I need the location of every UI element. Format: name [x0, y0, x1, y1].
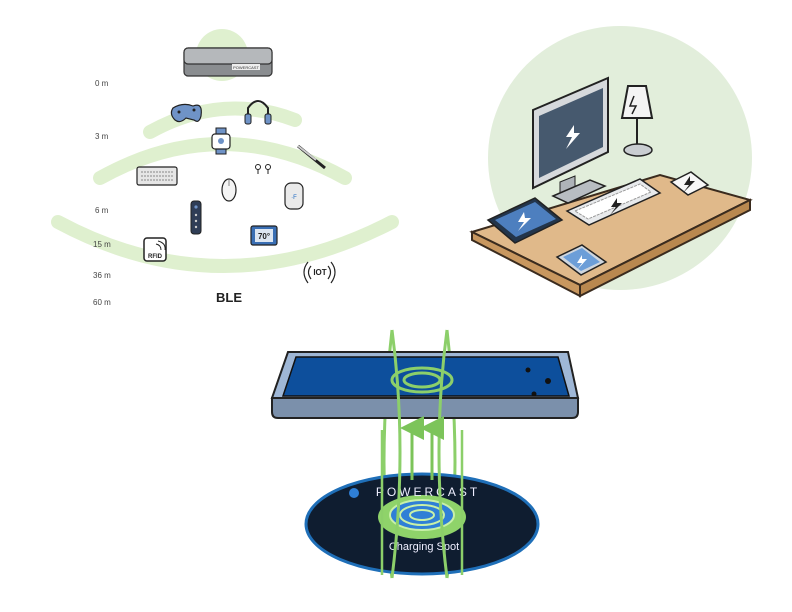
distance-label-0: 0 m [95, 79, 109, 88]
field-loop-right-front [437, 329, 449, 579]
charging-diagram: POWERCAST Charging Spot [270, 329, 580, 579]
gamepad-icon [170, 103, 202, 123]
pad-brand: POWERCAST [376, 485, 480, 499]
desk-phone-icon [555, 244, 608, 276]
distance-label-4: 36 m [93, 271, 111, 280]
desk-keyboard-icon [565, 178, 662, 226]
mouse-icon [221, 178, 237, 202]
field-loop-left-front [390, 329, 402, 579]
monitor-icon [532, 76, 609, 204]
rfid-label: RFID [148, 254, 163, 260]
distance-label-2: 6 m [95, 206, 109, 215]
protocol-label: BLE [216, 290, 242, 305]
headphones-icon [244, 100, 272, 125]
sensor-icon: ·F [284, 182, 304, 210]
iot-label: IOT [313, 268, 326, 277]
thermostat-reading: 70° [258, 232, 270, 241]
distance-label-3: 15 m [93, 240, 111, 249]
desk-illustration [469, 26, 753, 298]
svg-text:·F: ·F [291, 195, 297, 201]
keyboard-icon [136, 166, 178, 186]
smartwatch-icon [211, 127, 231, 155]
charging-pad: POWERCAST Charging Spot [304, 472, 540, 576]
transmitter-device: POWERCAST [183, 29, 273, 81]
desk-charger-icon [669, 171, 710, 196]
pad-caption: Charging Spot [389, 541, 459, 553]
tablet-icon [486, 197, 564, 244]
toothbrush-icon [297, 144, 326, 170]
thermostat-icon: 70° [250, 225, 278, 246]
distance-label-1: 3 m [95, 132, 109, 141]
range-diagram: 0 m 3 m 6 m 15 m 36 m 60 m POWERCAST [51, 29, 399, 307]
phone-icon [270, 351, 580, 419]
iot-icon: IOT [303, 261, 336, 284]
range-band-15m [51, 215, 399, 273]
transmitter-label: POWERCAST [233, 65, 259, 70]
earbuds-icon [255, 164, 271, 174]
lamp-icon [620, 85, 654, 157]
remote-icon [190, 200, 202, 235]
distance-label-5: 60 m [93, 298, 111, 307]
rfid-tag-icon: RFID [143, 237, 167, 262]
range-band-3m [143, 101, 302, 139]
